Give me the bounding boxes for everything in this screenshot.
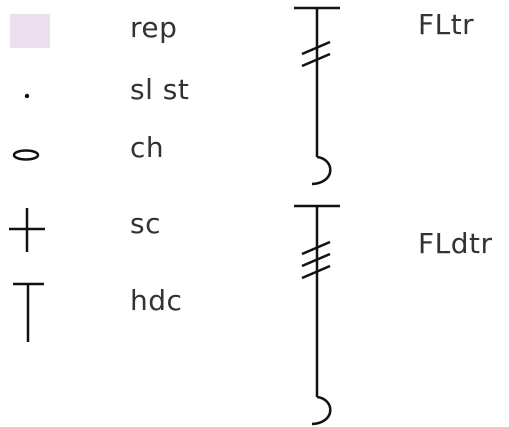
slip-stitch-dot-icon <box>24 93 30 99</box>
fldtr-slash <box>301 264 331 280</box>
single-crochet-cross-icon <box>9 208 45 252</box>
half-double-crochet-label: hdc <box>130 284 183 317</box>
rep-swatch-icon <box>10 14 50 48</box>
front-loop-treble-label: FLtr <box>418 8 475 41</box>
fldtr-slash <box>301 240 331 256</box>
half-double-crochet-tee-icon <box>13 282 44 342</box>
fltr-front-loop-hook <box>311 155 332 186</box>
slip-stitch-label: sl st <box>130 73 190 106</box>
fltr-slash <box>301 40 331 56</box>
front-loop-double-treble-label: FLdtr <box>418 227 493 260</box>
rep-label: rep <box>130 11 178 44</box>
chain-label: ch <box>130 131 165 164</box>
fltr-slash <box>301 52 331 68</box>
single-crochet-label: sc <box>130 207 161 240</box>
chain-oval-icon <box>12 149 40 161</box>
fldtr-front-loop-hook <box>311 395 332 426</box>
fldtr-slash <box>301 252 331 268</box>
front-loop-treble-icon <box>294 6 340 186</box>
front-loop-double-treble-icon <box>294 204 340 426</box>
